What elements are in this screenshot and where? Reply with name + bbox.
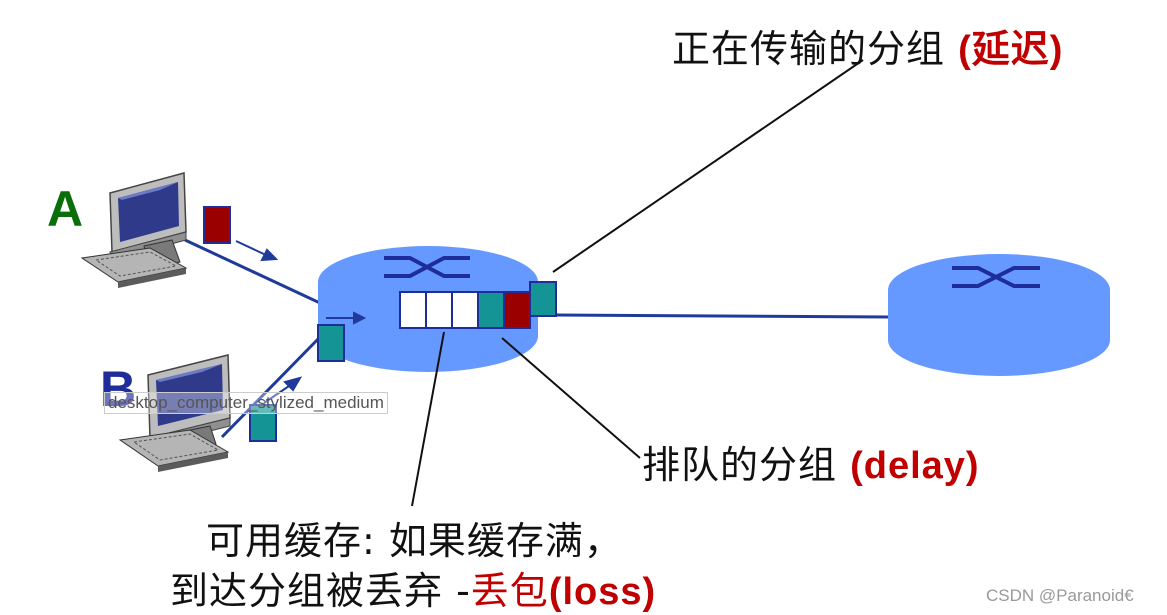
buffer-slot-free bbox=[399, 291, 427, 329]
label-queued: 排队的分组 (delay) bbox=[642, 434, 980, 489]
packet-from-a bbox=[203, 206, 231, 244]
packet-arriving-b bbox=[317, 324, 345, 362]
router-link bbox=[554, 313, 893, 319]
label-transmitting-text: 正在传输的分组 bbox=[672, 27, 959, 71]
label-buffer-line2-paren: (loss) bbox=[548, 571, 657, 613]
label-buffer-line1-text: 可用缓存: 如果缓存满， bbox=[206, 519, 623, 563]
label-buffer-line1: 可用缓存: 如果缓存满， bbox=[206, 510, 623, 565]
label-queued-paren: (delay) bbox=[850, 445, 980, 487]
label-transmitting: 正在传输的分组 (延迟) bbox=[672, 18, 1063, 73]
router-right bbox=[888, 254, 1110, 376]
label-transmitting-paren: (延迟) bbox=[958, 29, 1064, 71]
label-buffer-line2-text: 到达分组被丢弃 - bbox=[170, 569, 471, 613]
router-buffer bbox=[399, 291, 531, 329]
callout-buffer bbox=[411, 331, 445, 507]
host-a-label: A bbox=[47, 181, 84, 237]
router-switch-icon bbox=[384, 256, 470, 278]
callout-transmitting bbox=[552, 59, 864, 273]
desktop-computer-icon-b bbox=[118, 354, 231, 472]
label-buffer-line2-red: 丢包 bbox=[470, 569, 549, 613]
packet-from-b bbox=[249, 404, 277, 442]
host-a-link bbox=[184, 238, 321, 305]
label-queued-text: 排队的分组 bbox=[642, 443, 851, 487]
buffer-slot-free bbox=[451, 291, 479, 329]
watermark: CSDN @Paranoid€ bbox=[986, 586, 1134, 605]
desktop-computer-icon-a bbox=[80, 172, 188, 288]
host-b-link bbox=[220, 333, 324, 439]
buffer-slot-free bbox=[425, 291, 453, 329]
label-buffer-line2: 到达分组被丢弃 -丢包(loss) bbox=[170, 560, 656, 615]
transmitting-packet bbox=[529, 281, 557, 317]
callout-queued bbox=[501, 337, 641, 459]
buffer-packet-teal bbox=[477, 291, 505, 329]
image-caption: desktop_computer_stylized_medium bbox=[104, 392, 388, 414]
router-switch-icon bbox=[952, 266, 1040, 288]
direction-arrows bbox=[235, 240, 367, 404]
host-b-label: B bbox=[100, 361, 137, 417]
buffer-packet-red bbox=[503, 291, 531, 329]
